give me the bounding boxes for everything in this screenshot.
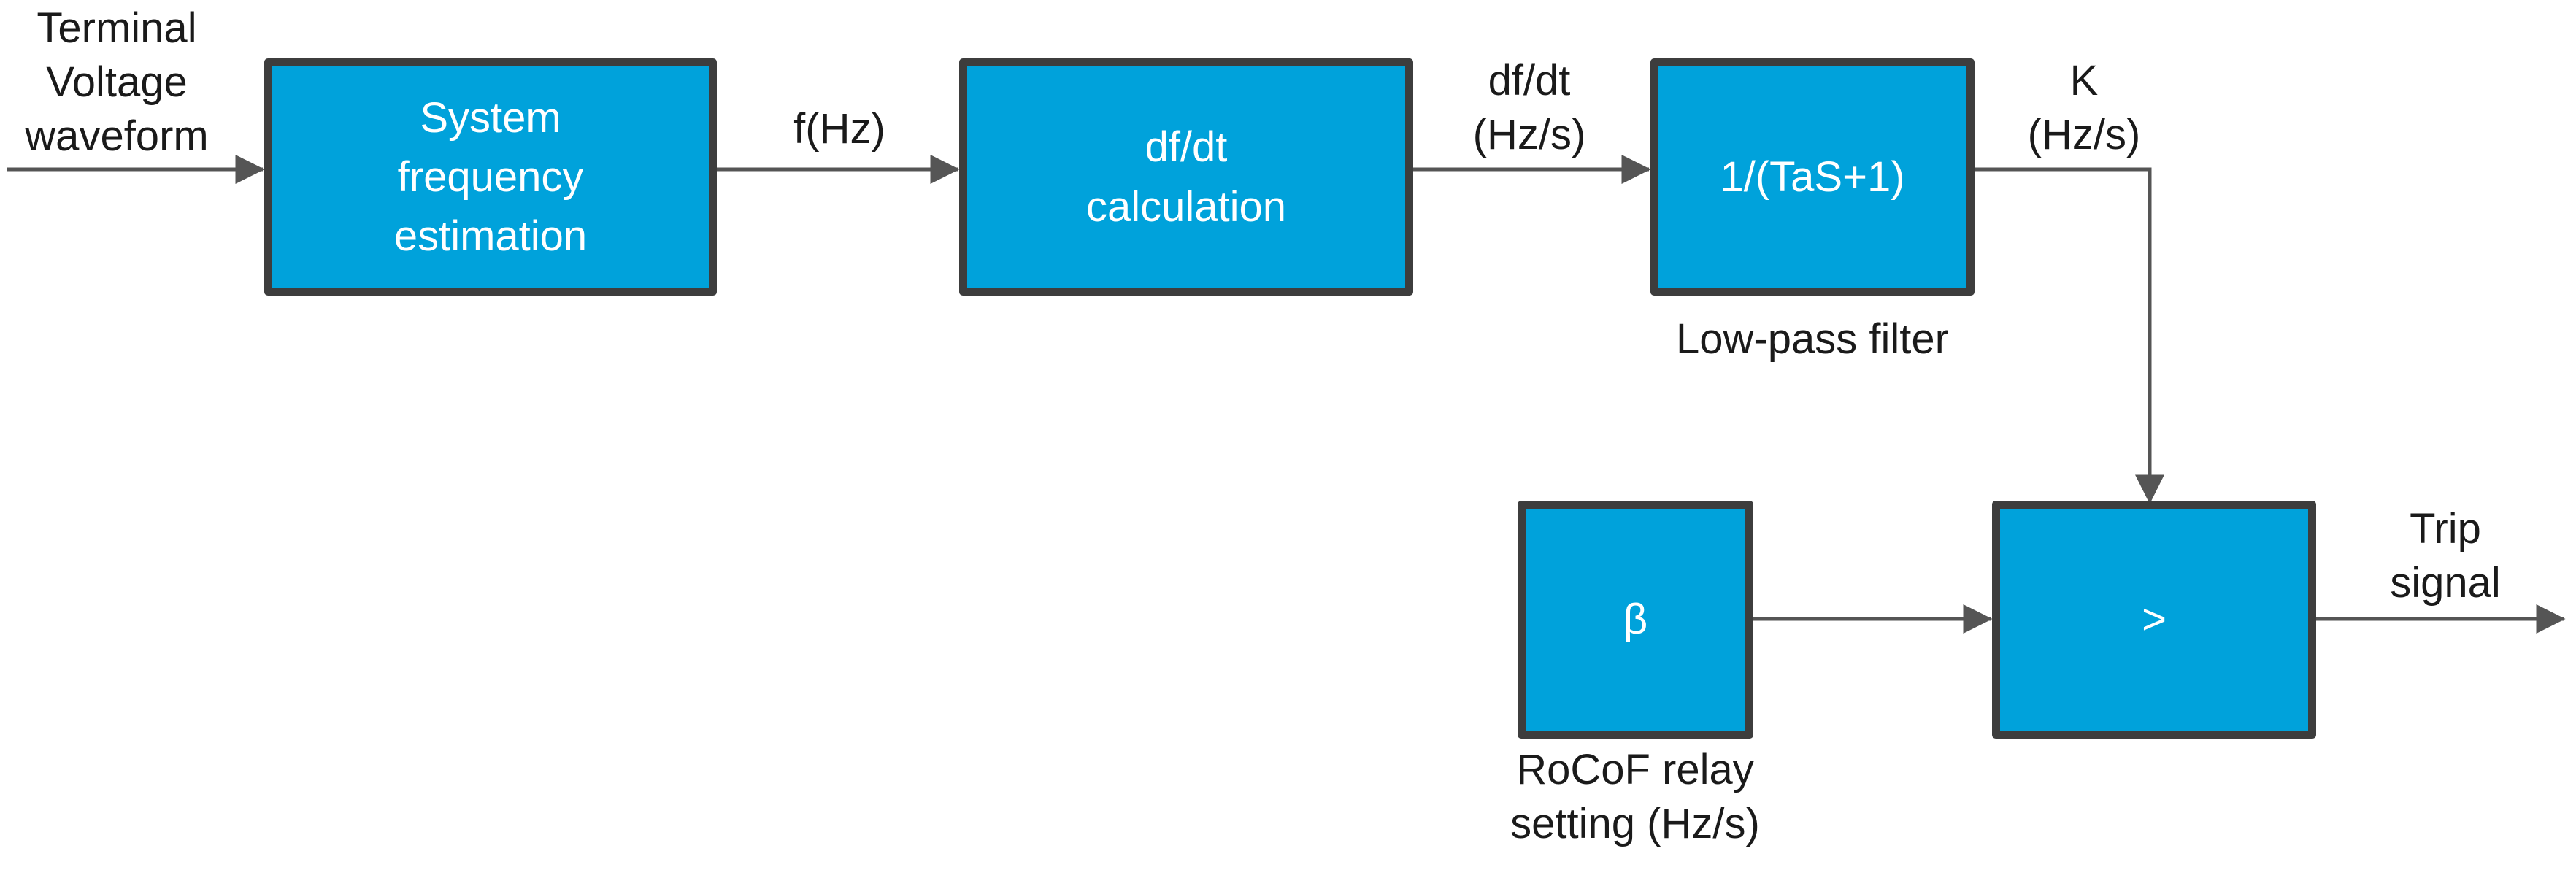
block-text-line: df/dt [1145,123,1228,172]
rocof-caption-line: RoCoF relay [1516,746,1754,793]
dfdt-label-line: df/dt [1488,57,1571,104]
f-hz-text: f(Hz) [793,105,885,153]
comparator-block: > [1992,501,2316,739]
block-text-line: estimation [393,212,588,261]
input-label-line: waveform [25,112,209,161]
dfdt-label-line: (Hz/s) [1472,111,1586,159]
rocof-setting-caption: RoCoF relay setting (Hz/s) [1445,743,1825,851]
f-hz-label: f(Hz) [730,102,949,156]
input-label-line: Terminal [36,4,197,52]
k-label-line: K [2069,57,2099,104]
trip-signal-label: Trip signal [2336,502,2555,610]
input-label-line: Voltage [46,58,188,107]
dfdt-calculation-block: df/dt calculation [959,58,1413,296]
trip-signal-line: Trip [2410,505,2481,553]
block-text-line: β [1623,596,1648,644]
beta-setting-block: β [1518,501,1753,739]
k-label: K (Hz/s) [1971,54,2197,162]
k-arrow [1969,167,2164,504]
k-label-line: (Hz/s) [2027,111,2141,159]
system-frequency-estimation-block: System frequency estimation [264,58,717,296]
dfdt-label: df/dt (Hz/s) [1416,54,1642,162]
block-text-line: frequency [397,153,584,201]
block-text-line: > [2142,596,2166,644]
block-text-line: System [420,93,561,142]
low-pass-filter-block: 1/(TaS+1) [1650,58,1975,296]
trip-signal-line: signal [2390,559,2501,607]
block-text-line: calculation [1085,182,1287,231]
low-pass-filter-caption-text: Low-pass filter [1676,315,1949,363]
input-label: Terminal Voltage waveform [0,1,234,164]
block-text-line: 1/(TaS+1) [1720,153,1905,201]
low-pass-filter-caption: Low-pass filter [1619,312,2006,366]
rocof-caption-line: setting (Hz/s) [1510,800,1760,848]
